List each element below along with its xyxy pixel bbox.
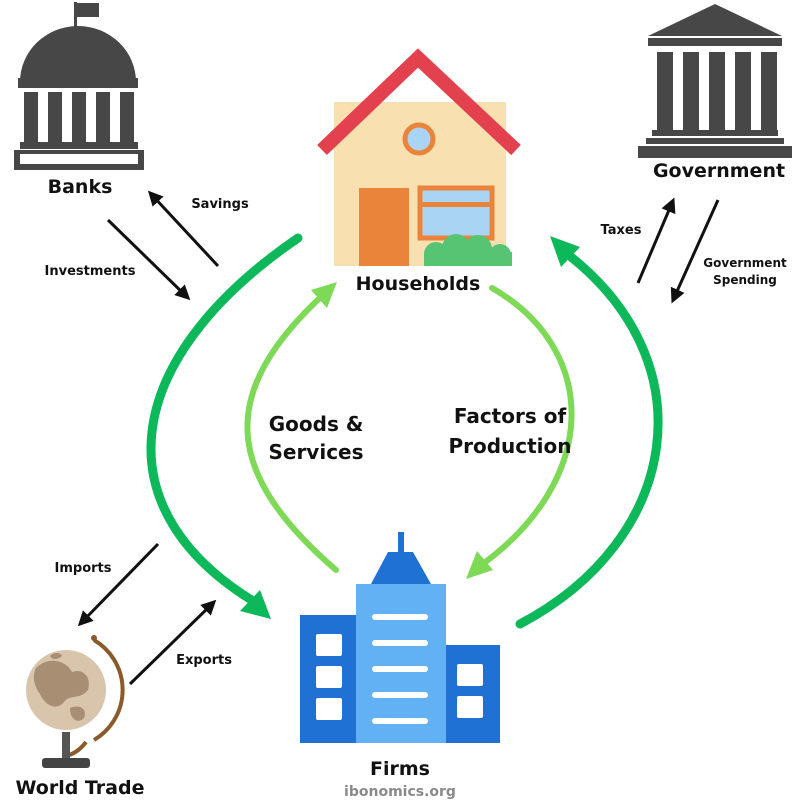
taxes-label: Taxes [601, 223, 642, 238]
government-spending-label-line2: Spending [713, 273, 777, 287]
imports-arrow [77, 542, 160, 627]
goods-and-services-arrow [244, 291, 339, 573]
outer-flow-arrows [146, 233, 663, 629]
investments-label: Investments [45, 264, 136, 279]
inner-flow-arrows [244, 282, 575, 579]
government-label: Government [653, 160, 785, 182]
exports-arrow [128, 599, 217, 686]
factors-of-production-arrowhead [466, 551, 493, 579]
goods-services-label-line2: Services [268, 440, 363, 464]
factors-of-production-arrow [477, 285, 575, 569]
factors-production-label-line1: Factors of [454, 404, 567, 428]
goods-services-label-line1: Goods & [269, 412, 364, 436]
goods-and-services-arrowhead [311, 282, 337, 308]
taxes-arrow [636, 197, 676, 284]
government-building-icon [638, 4, 792, 158]
households-label: Households [356, 273, 481, 295]
firms-to-households-outer-arrowhead [550, 236, 580, 267]
households-to-firms-outer-arrowhead [240, 590, 271, 619]
factors-production-label-line2: Production [448, 434, 571, 458]
globe-icon [26, 635, 125, 768]
savings-arrow [147, 190, 220, 268]
investments-arrow [106, 218, 191, 301]
credit-watermark: ibonomics.org [344, 784, 456, 800]
imports-label: Imports [55, 561, 112, 576]
exports-label: Exports [176, 653, 232, 668]
bank-building-icon [14, 2, 144, 170]
banks-label: Banks [48, 176, 113, 198]
savings-label: Savings [191, 197, 249, 212]
house-icon [317, 48, 521, 266]
government-spending-arrow [670, 199, 720, 304]
government-spending-label-line1: Government [703, 256, 787, 270]
office-buildings-icon [300, 532, 500, 743]
world-trade-label: World Trade [16, 777, 145, 799]
households-to-firms-outer-arrow [146, 233, 303, 609]
firms-label: Firms [370, 758, 430, 780]
firms-to-households-outer-arrow [515, 245, 663, 629]
